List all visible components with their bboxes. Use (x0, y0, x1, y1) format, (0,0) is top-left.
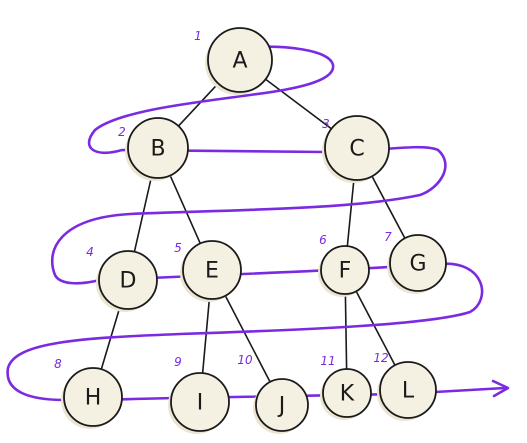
edge-f-k (344, 293, 348, 370)
node-circle (182, 240, 242, 300)
node-circle (320, 245, 370, 295)
traversal-order-number: 2 (118, 125, 126, 139)
node-f: F6 (318, 233, 370, 297)
node-label: K (340, 382, 355, 407)
node-circle (170, 372, 230, 432)
traversal-order-number: 10 (237, 353, 253, 367)
edge-c-g (371, 175, 406, 240)
edge-c-f (346, 179, 355, 247)
node-l: L 12 (373, 351, 437, 421)
node-circle (379, 361, 437, 419)
node-circle (322, 368, 372, 418)
traversal-arrowhead (491, 379, 510, 398)
traversal-order-number: 9 (174, 355, 182, 369)
level-order-traversal-path (6, 45, 507, 402)
edge-e-i (201, 298, 211, 374)
node-label: G (409, 252, 426, 277)
traversal-order-number: 3 (322, 117, 330, 131)
node-circle (389, 234, 447, 292)
node-label: H (85, 386, 102, 411)
node-circle (207, 27, 273, 93)
traversal-order-number: 6 (319, 233, 327, 247)
node-h: H8 (54, 357, 123, 429)
edge-f-l (355, 290, 396, 367)
traversal-layer (6, 45, 510, 402)
edge-a-c (264, 78, 333, 130)
node-label: L (402, 379, 415, 404)
traversal-order-number: 5 (174, 241, 182, 255)
node-k: K 11 (320, 354, 372, 420)
node-label: J (277, 394, 286, 419)
node-label: A (232, 49, 247, 74)
node-a: A1 (194, 27, 273, 95)
node-label: I (197, 391, 204, 416)
node-i: I9 (168, 355, 230, 434)
node-circle (98, 250, 158, 310)
edges-layer (100, 78, 406, 383)
node-label: E (205, 259, 219, 284)
node-b: B2 (118, 117, 189, 181)
node-label: B (150, 137, 165, 162)
traversal-order-number: 12 (373, 351, 388, 365)
node-g: G7 (384, 230, 447, 294)
node-label: F (339, 259, 352, 284)
node-e: E5 (174, 240, 242, 302)
node-c: C3 (322, 115, 390, 183)
node-j: J 10 (237, 353, 309, 434)
node-label: C (349, 137, 364, 162)
traversal-order-number: 4 (86, 245, 94, 259)
traversal-order-number: 7 (384, 230, 392, 244)
edge-e-j (224, 294, 271, 383)
node-circle (127, 117, 189, 179)
node-circle (63, 367, 123, 427)
node-circle (324, 115, 390, 181)
node-label: D (120, 269, 137, 294)
edge-b-e (169, 174, 202, 245)
node-circle (255, 378, 309, 432)
traversal-order-number: 8 (54, 357, 62, 371)
edge-a-b (177, 82, 219, 127)
traversal-order-number: 1 (194, 29, 202, 43)
traversal-order-number: 11 (320, 354, 335, 368)
node-d: D4 (86, 245, 158, 312)
